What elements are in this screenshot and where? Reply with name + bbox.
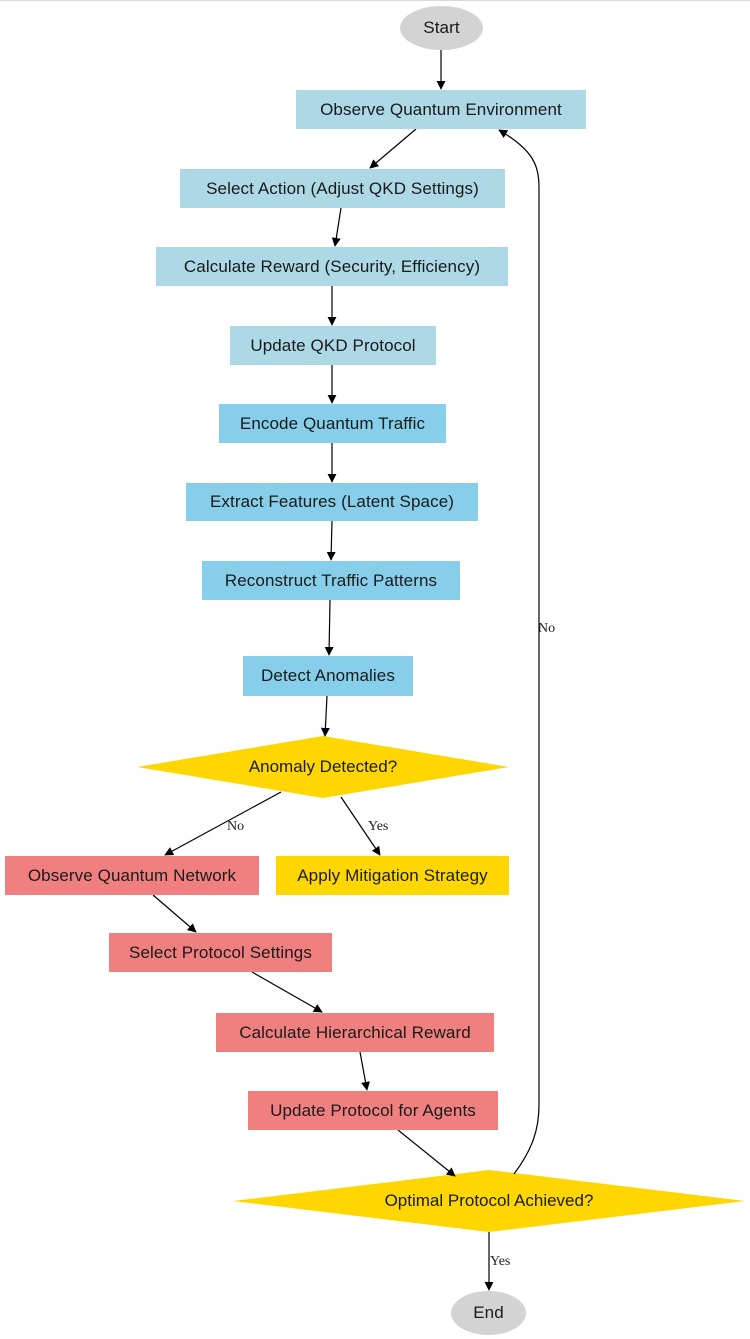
optimal-decision-shape: [233, 1170, 745, 1232]
optimal-no-label: No: [538, 621, 556, 636]
edge-network-protocol: [152, 894, 197, 933]
start-node: Start: [400, 6, 483, 50]
edge-decision-yes: [340, 796, 381, 856]
hierarchical-reward-node: Calculate Hierarchical Reward: [216, 1013, 494, 1052]
select-action-node: Select Action (Adjust QKD Settings): [180, 169, 505, 208]
top-border: [0, 0, 750, 1]
anomaly-no-label: No: [227, 819, 245, 834]
reconstruct-traffic-node: Reconstruct Traffic Patterns: [202, 561, 460, 600]
select-protocol-settings-node: Select Protocol Settings: [109, 933, 332, 972]
edge-agents-optimal: [397, 1129, 456, 1177]
update-qkd-protocol-node: Update QKD Protocol: [230, 326, 436, 365]
end-node: End: [451, 1291, 526, 1335]
anomaly-yes-label: Yes: [368, 819, 389, 834]
encode-traffic-node: Encode Quantum Traffic: [219, 404, 446, 443]
update-protocol-agents-node: Update Protocol for Agents: [248, 1091, 498, 1130]
observe-environment-node: Observe Quantum Environment: [296, 90, 586, 129]
extract-features-node: Extract Features (Latent Space): [186, 483, 478, 521]
optimal-yes-label: Yes: [490, 1254, 511, 1269]
optimal-decision-label: Optimal Protocol Achieved?: [384, 1191, 594, 1210]
edge-decision-no: [164, 791, 282, 856]
edge-reconstruct-detect: [324, 599, 334, 656]
edge-select-reward: [331, 207, 342, 247]
edge-extract-reconstruct: [326, 520, 336, 561]
anomaly-decision-shape: [137, 736, 509, 798]
edge-observe-select: [369, 128, 417, 169]
detect-anomalies-node: Detect Anomalies: [243, 656, 413, 696]
anomaly-decision-label: Anomaly Detected?: [248, 757, 398, 776]
edge-optimal-no-loop: [498, 129, 540, 1175]
edge-hier-agents: [359, 1051, 370, 1091]
mitigation-strategy-node: Apply Mitigation Strategy: [276, 856, 509, 895]
calculate-reward-node: Calculate Reward (Security, Efficiency): [156, 247, 508, 286]
edge-detect-decision: [320, 695, 330, 737]
observe-network-node: Observe Quantum Network: [5, 856, 259, 895]
edge-protocol-hier: [251, 971, 323, 1013]
